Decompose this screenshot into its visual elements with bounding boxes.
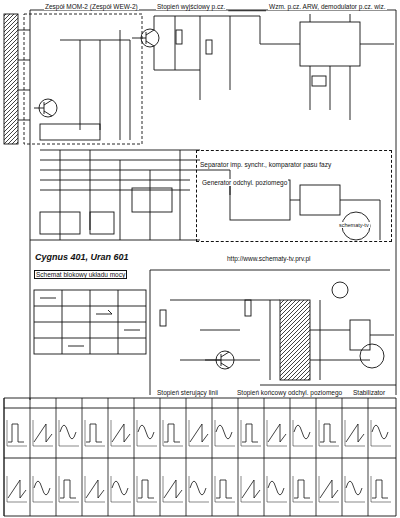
stage-heading: Schemat blokowy układu mocy bbox=[34, 270, 127, 279]
stage-text: Separator imp. synchr., komparator pasu … bbox=[199, 161, 332, 168]
stage-text: Zespół MOM-2 (Zespół WEW-2) bbox=[44, 3, 139, 10]
stamp-text: schematy-tv bbox=[338, 222, 370, 228]
stage-label: Stabilizator bbox=[352, 389, 386, 396]
stage-heading: Wzm. p.cz. ARW, demodulator p.cz. wiz. bbox=[268, 3, 387, 10]
stage-heading: Stopień wyjściowy p.cz. bbox=[156, 3, 226, 10]
stage-text: Wzm. p.cz. ARW, demodulator p.cz. wiz. bbox=[268, 3, 387, 10]
diagram-title: Cygnus 401, Uran 601 bbox=[34, 252, 130, 262]
stage-text: Stopień wyjściowy p.cz. bbox=[156, 3, 226, 10]
stage-text: Schemat blokowy układu mocy bbox=[35, 271, 126, 278]
wire-connector bbox=[228, 10, 266, 11]
stage-label: Stopień końcowy odchyl. poziomego bbox=[236, 389, 343, 396]
stage-label: Stopień sterujący linii bbox=[156, 389, 219, 396]
stage-heading: Zespół MOM-2 (Zespół WEW-2) bbox=[44, 3, 139, 10]
stage-text: Generator odchyl. poziomego bbox=[201, 179, 288, 186]
url-watermark: http://www.schematy-tv.prv.pl bbox=[226, 255, 312, 262]
